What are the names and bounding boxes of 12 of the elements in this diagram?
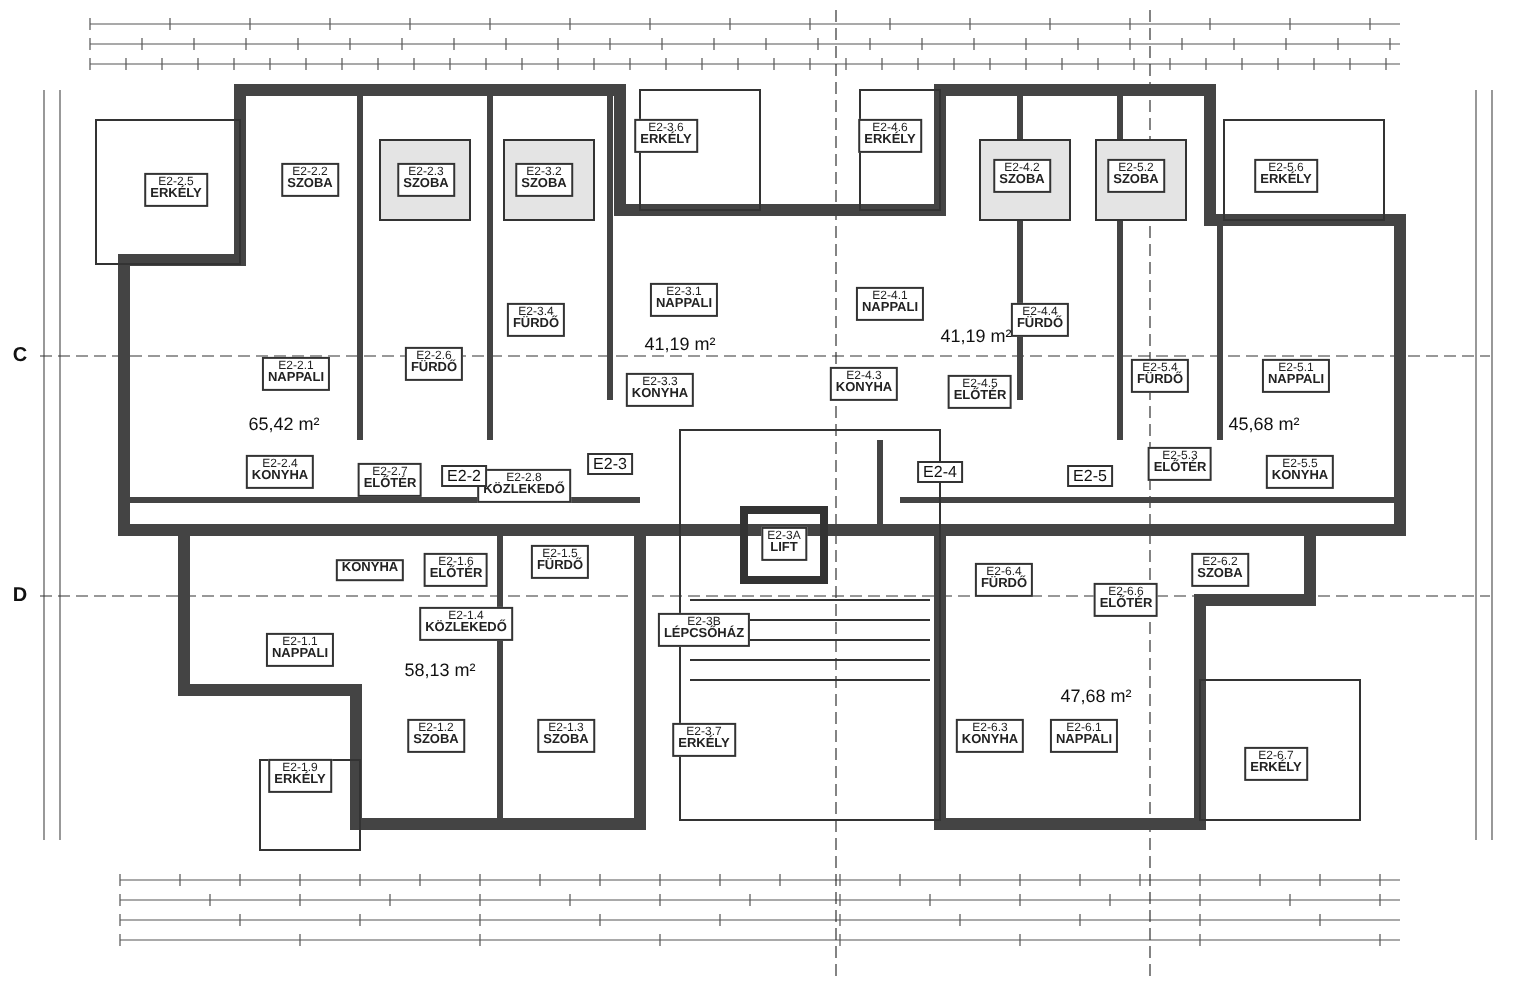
floor-area-label: 47,68 m² xyxy=(1060,686,1132,706)
unit-door-tag: E2-4 xyxy=(917,461,963,483)
floor-area-label: 65,42 m² xyxy=(248,414,320,434)
unit-door-tag: E2-5 xyxy=(1067,465,1113,487)
unit-door-tag: E2-3 xyxy=(587,453,633,475)
floor-area-label: 41,19 m² xyxy=(940,326,1012,346)
unit-door-tag: E2-2 xyxy=(441,465,487,487)
floor-area-label: 58,13 m² xyxy=(404,660,476,680)
floor-area-label: 45,68 m² xyxy=(1228,414,1300,434)
floor-area-label: 41,19 m² xyxy=(644,334,716,354)
grid-axis-label: D xyxy=(12,585,28,607)
grid-axis-label: C xyxy=(12,345,28,367)
